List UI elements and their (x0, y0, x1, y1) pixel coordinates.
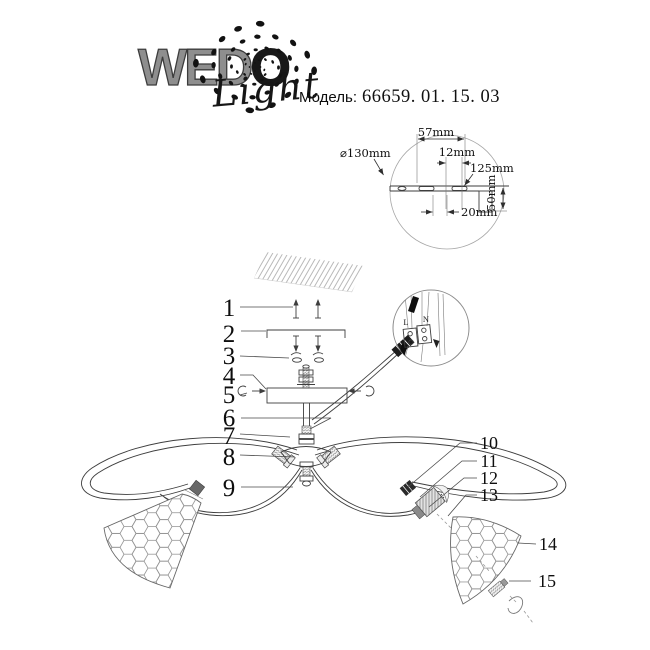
center-stem (298, 403, 315, 445)
right-socket (399, 479, 456, 533)
callout-2: 2 (223, 321, 236, 348)
wing-nuts (290, 352, 324, 363)
callout-5: 5 (223, 382, 236, 409)
callout-13: 13 (480, 485, 498, 505)
dimension-detail: 57mm 12mm 125mm ⌀130mm 20mm 50mm (340, 125, 514, 250)
dim-125: 125mm (470, 161, 514, 175)
canopy-nipple (297, 364, 315, 389)
canopy (266, 387, 348, 404)
model-number: 66659. 01. 15. 03 (362, 87, 501, 107)
dim-130: ⌀130mm (340, 146, 391, 160)
dim-12: 12mm (439, 145, 476, 159)
callout-6: 6 (223, 405, 236, 432)
model-label: Модель: (299, 89, 358, 106)
wiring-detail-circle: L N (392, 289, 470, 367)
right-shade (450, 516, 522, 605)
canopy-side-screws (237, 385, 375, 397)
callout-3: 3 (223, 343, 236, 370)
dim-57: 57mm (418, 125, 455, 139)
callout-8: 8 (223, 444, 236, 471)
callout-4: 4 (223, 363, 236, 390)
callout-15: 15 (538, 571, 556, 591)
callout-leader-lines (239, 306, 537, 582)
model-line: Модель: 66659. 01. 15. 03 (299, 87, 500, 108)
callout-9: 9 (223, 475, 236, 502)
terminal-l-label: L (403, 317, 408, 327)
callout-11: 11 (480, 451, 497, 471)
mounting-bracket (266, 329, 346, 352)
left-shade (103, 479, 206, 589)
dim-50: 50mm (484, 174, 498, 211)
terminal-n-label: N (423, 314, 429, 324)
callout-12: 12 (480, 468, 498, 488)
body-hub (271, 445, 341, 487)
callout-14: 14 (539, 534, 557, 554)
callout-7: 7 (223, 423, 236, 450)
ceiling-hatch (253, 252, 364, 293)
callout-10: 10 (480, 433, 498, 453)
dim-20: 20mm (461, 205, 498, 219)
callout-numbers: 1 2 3 4 5 6 7 8 9 10 11 12 13 14 15 (223, 295, 557, 591)
mounting-screws (293, 299, 321, 319)
callout-1: 1 (223, 295, 236, 322)
bulb-base (475, 555, 534, 624)
